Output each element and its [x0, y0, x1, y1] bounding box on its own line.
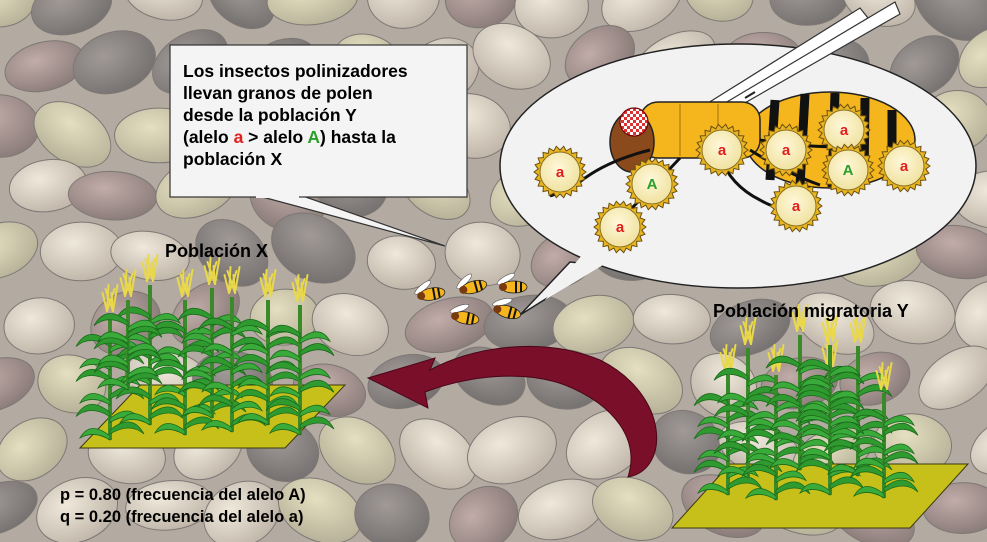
q-frequency: q = 0.20 (frecuencia del alelo a) [60, 508, 304, 526]
bean [0, 417, 68, 482]
corn-plant [197, 266, 267, 433]
flying-bees [414, 273, 528, 325]
corn-plant [93, 269, 163, 391]
bean [399, 418, 477, 490]
bean [918, 345, 987, 410]
bean [449, 485, 519, 542]
bean [466, 416, 557, 485]
bean [72, 30, 156, 95]
bean [954, 280, 987, 350]
callout-line: población X [183, 149, 283, 169]
callout-line: Los insectos polinizadores [183, 61, 408, 81]
population-x-title: Población X [165, 241, 269, 261]
p-frequency: p = 0.80 (frecuencia del alelo A) [60, 486, 306, 504]
corn-plants-y [693, 304, 919, 501]
callout-line: desde la población Y [183, 105, 357, 125]
bean [769, 0, 849, 26]
pollen-allele-label: a [782, 142, 791, 159]
bean [36, 477, 119, 542]
allele-a-label: a [233, 127, 244, 147]
small-bee [414, 280, 446, 301]
pollen-allele-label: a [792, 198, 801, 215]
callout-box [169, 44, 468, 247]
small-bee [456, 273, 488, 295]
callout-text-segment: > alelo [243, 127, 308, 147]
pollen-grain: a [533, 145, 587, 199]
pollen-grain: A [821, 143, 875, 197]
bean [354, 483, 430, 542]
bean [0, 0, 36, 28]
bean [0, 480, 38, 536]
pollen-allele-label: a [900, 158, 909, 175]
bean [3, 297, 75, 355]
bean [203, 480, 280, 542]
small-bee [496, 273, 528, 294]
corn-plant [795, 314, 865, 441]
corn-plants-x [75, 254, 335, 441]
pollen-grain: A [625, 157, 679, 211]
pollen-grain: a [759, 123, 813, 177]
bean [601, 0, 683, 32]
bean [914, 0, 987, 41]
callout-text-segment: (alelo [183, 127, 234, 147]
bean [123, 0, 203, 21]
bean [33, 101, 112, 168]
bean [318, 416, 396, 485]
bean [30, 0, 113, 36]
bean [266, 0, 359, 26]
callout-line: llevan granos de polen [183, 83, 373, 103]
bean [366, 235, 436, 290]
bean [592, 476, 674, 541]
pollen-grain: a [593, 200, 647, 254]
pollen-allele-label: a [616, 219, 625, 236]
migration-arrow [366, 345, 658, 478]
bean [958, 26, 987, 89]
pollen-grain: a [695, 123, 749, 177]
callout-text: Los insectos polinizadores llevan granos… [183, 60, 408, 170]
pollen-grain: a [769, 179, 823, 233]
callout-text-segment: ) hasta la [320, 127, 396, 147]
bean [207, 0, 275, 30]
bean [684, 0, 754, 22]
allele-A-label: A [307, 127, 320, 147]
allele-frequencies: p = 0.80 (frecuencia del alelo A) q = 0.… [60, 484, 306, 528]
pollen-grain: a [877, 139, 931, 193]
small-bee [449, 304, 480, 325]
bean [366, 0, 440, 29]
pollen-allele-label: A [843, 162, 854, 179]
pollen-allele-label: A [647, 176, 658, 193]
corn-plant [265, 274, 335, 436]
bean [0, 357, 35, 413]
bean [632, 293, 711, 345]
small-bee [492, 298, 522, 320]
pollen-allele-label: a [718, 142, 727, 159]
bean [311, 293, 389, 357]
corn-plant [849, 362, 919, 499]
bean [970, 416, 987, 475]
pollen-allele-label: a [556, 164, 565, 181]
callout-line: (alelo a > alelo A) hasta la [183, 126, 408, 148]
bean [472, 22, 551, 90]
pollen-allele-label: a [840, 122, 849, 139]
pollen-grain: a [817, 103, 871, 157]
population-y-title: Población migratoria Y [713, 301, 909, 321]
bean [0, 221, 39, 280]
bee-eye [619, 107, 649, 137]
